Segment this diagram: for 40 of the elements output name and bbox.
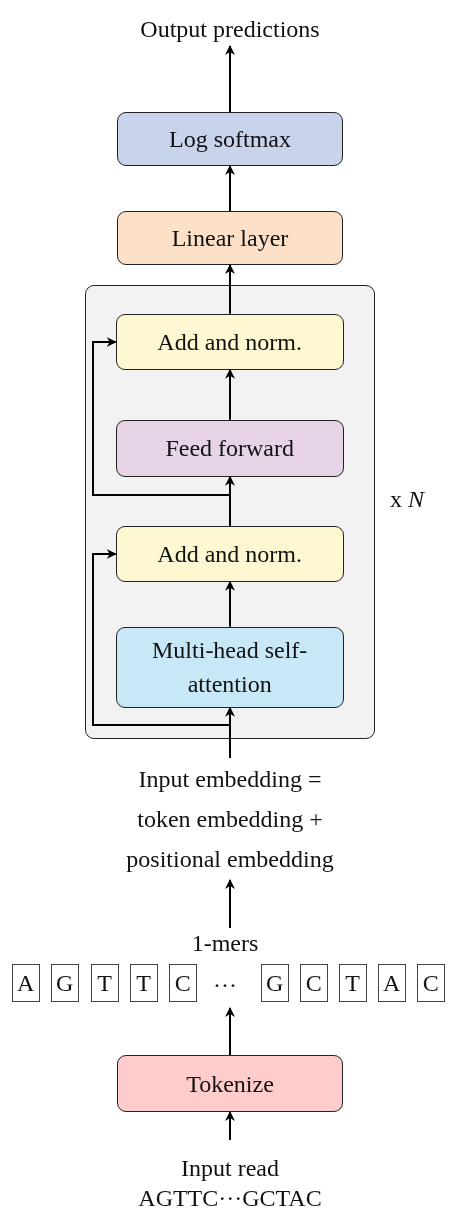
token-box: T — [90, 963, 119, 1002]
arrow — [225, 879, 235, 929]
token-box: C — [416, 963, 445, 1002]
arrow — [225, 580, 235, 628]
box-label: Add and norm. — [157, 539, 302, 569]
token-box: T — [338, 963, 367, 1002]
token-box: A — [11, 963, 40, 1002]
process-box — [117, 1055, 343, 1112]
arrow — [225, 1111, 235, 1141]
arrow — [92, 337, 231, 527]
arrow — [225, 368, 235, 421]
arrow — [225, 1007, 235, 1056]
token-box: C — [299, 963, 328, 1002]
process-box — [117, 112, 343, 166]
repeat-label: x N — [390, 485, 424, 514]
token-box: A — [377, 963, 406, 1002]
box-label: Linear layer — [171, 224, 289, 253]
process-box — [117, 211, 343, 265]
row-label: 1-mers — [190, 929, 260, 958]
token-box: G — [50, 963, 79, 1002]
arrow — [225, 165, 235, 212]
token-box: C — [168, 963, 197, 1002]
arrow — [225, 264, 235, 315]
token-box: T — [129, 963, 158, 1002]
box-label: Feed forward — [165, 434, 294, 464]
box-label: Log softmax — [169, 125, 291, 154]
input-text: Input read — [181, 1154, 279, 1183]
output-label: Output predictions — [140, 15, 320, 44]
arrow — [225, 45, 235, 113]
ellipsis-text: ··· — [212, 971, 238, 1000]
process-box — [115, 525, 344, 582]
box-label: Add and norm. — [157, 327, 302, 357]
embedding-text: Input embedding = token embedding + positional embedding — [125, 765, 335, 874]
box-label: Tokenize — [186, 1069, 274, 1099]
process-box — [115, 313, 344, 370]
process-box — [115, 419, 344, 477]
token-box: G — [260, 963, 289, 1002]
box-label: Multi-head self-attention — [151, 636, 309, 700]
process-box — [115, 626, 344, 708]
input-text: AGTTC···GCTAC — [138, 1184, 322, 1213]
